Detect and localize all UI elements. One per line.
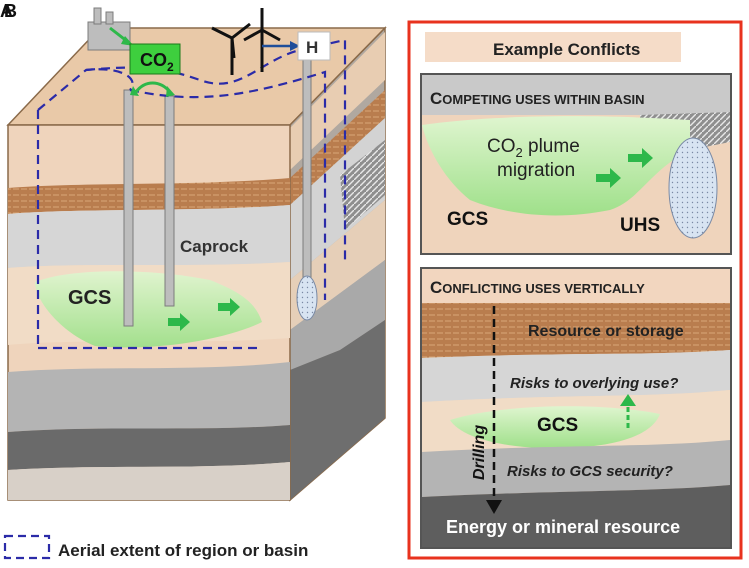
competing-arrow-1 [596, 168, 621, 188]
panel-letter-a: A [0, 1, 13, 21]
migration-arrows [168, 298, 240, 331]
h2-box [297, 31, 331, 61]
vertical-conflicts-panel: CONFLICTING USES VERTICALLY Resource or … [420, 267, 732, 549]
vertical-gray-layer [422, 350, 730, 402]
vertical-gray-lower [422, 440, 730, 497]
front-bottom-layer [8, 462, 290, 500]
competing-uses-panel: COMPETING USES WITHIN BASIN CO2 plume mi… [420, 73, 732, 255]
competing-plume [422, 116, 690, 216]
uhs-reservoir [296, 275, 318, 321]
front-gray-caprock [8, 205, 290, 268]
legend-text: Aerial extent of region or basin [58, 541, 308, 560]
h2-well [302, 47, 312, 294]
right-dark-layer [290, 320, 385, 500]
right-mid-gray [290, 260, 385, 370]
right-sand-layer [290, 32, 385, 170]
drilling-label: Drilling [471, 425, 488, 480]
front-brown-layer [8, 178, 290, 214]
wind-turbine-icon [211, 8, 281, 75]
block-diagram: CO2 H Caprock GCS [6, 7, 387, 502]
h2-label: H [306, 38, 318, 57]
competing-uhs-label: UHS [620, 215, 660, 236]
drilling-arrowhead [486, 500, 502, 514]
caprock-label: Caprock [180, 237, 249, 256]
co2-label: CO2 [140, 50, 174, 74]
panel-letter-b: B [4, 1, 17, 21]
right-brown-layer [290, 90, 385, 205]
vertical-gcs-label: GCS [537, 415, 578, 436]
co2-source-box [129, 43, 181, 75]
vertical-gcs-plume [450, 406, 660, 449]
competing-arrow-2 [628, 148, 653, 168]
vertical-brown-layer [422, 303, 730, 358]
competing-heading: COMPETING USES WITHIN BASIN [430, 89, 645, 108]
energy-resource-label: Energy or mineral resource [446, 517, 680, 537]
vertical-heading: CONFLICTING USES VERTICALLY [430, 278, 645, 297]
plume-label-line1: CO2 plume [487, 136, 580, 160]
risk-overlying-label: Risks to overlying use? [510, 375, 678, 392]
right-hatch-layer [340, 140, 385, 230]
legend-dashed-swatch [3, 534, 51, 560]
competing-uhs-ellipse [668, 137, 718, 239]
front-dark-layer [8, 425, 290, 470]
conflicts-title: Example Conflicts [493, 40, 640, 59]
plume-label-line2: migration [497, 160, 575, 181]
resource-label: Resource or storage [528, 323, 684, 340]
conflicts-title-box [425, 32, 681, 62]
injection-well-2 [164, 95, 175, 307]
front-gray-lower [8, 362, 290, 432]
gcs-plume [35, 271, 262, 348]
risk-security-label: Risks to GCS security? [507, 463, 673, 480]
competing-gcs-label: GCS [447, 209, 488, 230]
gcs-label-a: GCS [68, 287, 111, 309]
factory-icon [87, 7, 131, 51]
injection-well-1 [123, 89, 134, 327]
